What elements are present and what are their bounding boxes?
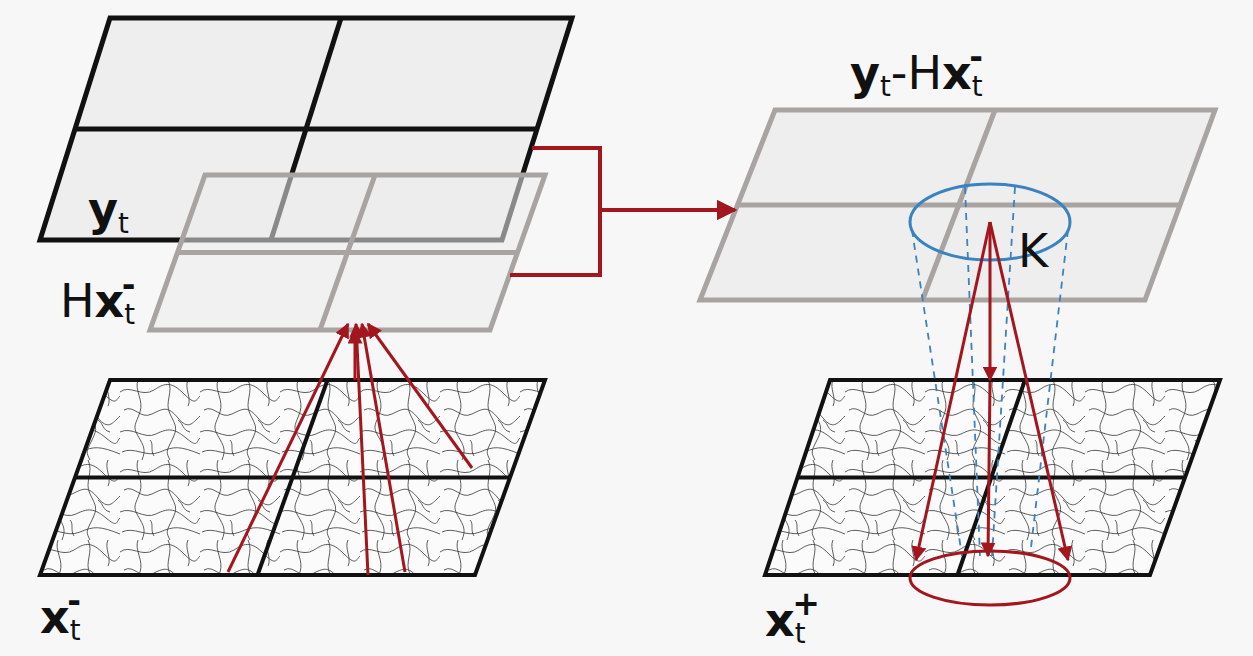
plane-outline bbox=[700, 110, 1215, 300]
dashed-line bbox=[912, 230, 962, 556]
innovation-grid: yt-Hxt- bbox=[700, 110, 1215, 300]
plane-border bbox=[765, 380, 1220, 575]
connector-arrow bbox=[989, 300, 992, 380]
glyph: - bbox=[67, 581, 81, 620]
connector-arrow bbox=[510, 210, 735, 275]
projection-arrow bbox=[356, 324, 368, 575]
plane-outline bbox=[150, 175, 545, 330]
plane-border bbox=[40, 380, 545, 575]
update-ellipse bbox=[910, 551, 1070, 605]
plane-border bbox=[700, 110, 1215, 300]
glyph: y bbox=[88, 182, 118, 236]
gain-arrow bbox=[916, 222, 990, 560]
grid-line bbox=[258, 380, 328, 575]
glyph: H bbox=[907, 46, 942, 100]
plane-label: xt+ bbox=[765, 587, 820, 648]
grid-line bbox=[320, 175, 375, 330]
prior-state-grid: xt- bbox=[40, 380, 545, 575]
glyph: y bbox=[850, 46, 880, 100]
plane-outline bbox=[40, 380, 545, 575]
glyph: x bbox=[942, 46, 972, 100]
projection-arrows bbox=[228, 324, 472, 575]
plane-label: xt- bbox=[40, 584, 81, 645]
connector-arrow bbox=[532, 148, 735, 210]
grain-texture bbox=[765, 380, 1220, 575]
glyph: - bbox=[122, 265, 136, 304]
glyph: x bbox=[40, 590, 70, 644]
gain-arrows bbox=[916, 222, 1068, 560]
glyph: - bbox=[891, 46, 908, 100]
glyph: K bbox=[1018, 224, 1048, 278]
glyph: H bbox=[60, 274, 95, 328]
glyph: x bbox=[765, 593, 795, 647]
projection-arrow bbox=[368, 324, 472, 468]
projected-grid: Hxt- bbox=[150, 175, 545, 330]
glyph: + bbox=[792, 584, 820, 623]
glyph: x bbox=[95, 274, 125, 328]
glyph: t bbox=[880, 70, 891, 103]
projection-arrow bbox=[362, 324, 405, 572]
plane-fill bbox=[40, 380, 545, 575]
posterior-state-grid: xt+ bbox=[765, 380, 1220, 575]
gain-label: K bbox=[1018, 228, 1048, 274]
gain-arrow bbox=[990, 222, 1068, 560]
glyph: - bbox=[969, 37, 983, 76]
grid-line bbox=[923, 110, 996, 300]
edge-label-holder: K bbox=[1018, 228, 1048, 274]
grain-texture bbox=[40, 380, 545, 575]
dashed-line bbox=[965, 187, 980, 556]
plane-label: yt bbox=[88, 186, 129, 237]
plane-label: yt-Hxt- bbox=[850, 40, 983, 101]
plane-outline bbox=[765, 380, 1220, 575]
plane-border bbox=[150, 175, 545, 330]
plane-fill bbox=[765, 380, 1220, 575]
grid-line bbox=[958, 380, 1026, 575]
glyph: t bbox=[118, 207, 129, 240]
influence-lines bbox=[912, 187, 1068, 556]
plane-fill bbox=[700, 110, 1215, 300]
gain-arrow bbox=[988, 382, 990, 556]
plane-fill bbox=[150, 175, 545, 330]
connector-arrow bbox=[354, 330, 357, 380]
projection-arrow bbox=[228, 324, 348, 572]
plane-label: Hxt- bbox=[60, 268, 136, 329]
dashed-line bbox=[1030, 230, 1068, 556]
gain-arrow bbox=[989, 222, 992, 300]
